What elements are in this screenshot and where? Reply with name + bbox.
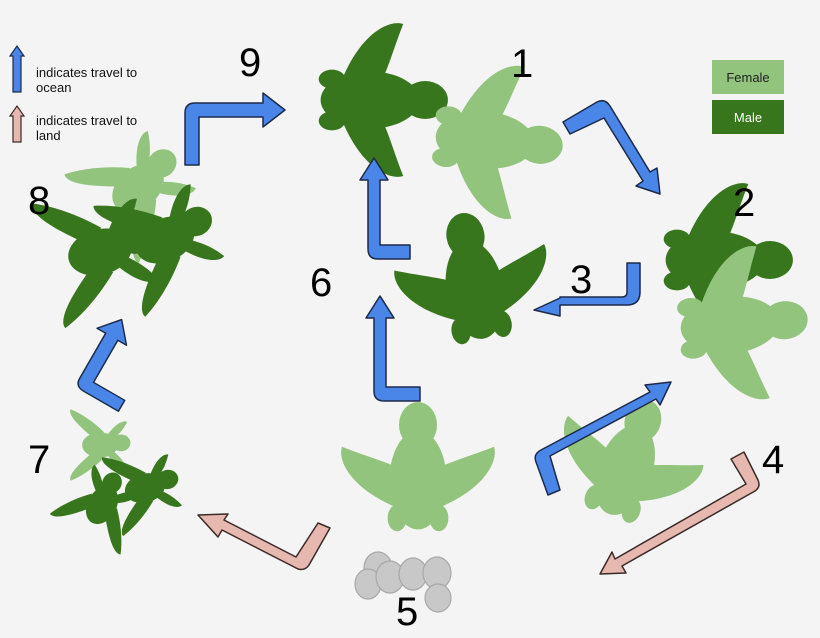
stage-1-female-turtle xyxy=(427,58,570,224)
arrow-6-to-9 xyxy=(359,157,411,260)
stage-9-male-turtle xyxy=(318,23,448,177)
stage-5-female-turtle xyxy=(341,402,495,532)
arrow-5-to-7 xyxy=(197,513,331,571)
arrow-7-to-8 xyxy=(77,318,128,412)
stage-number-4: 4 xyxy=(762,438,785,482)
arrow-4-to-2 xyxy=(534,381,672,496)
stage-number-3: 3 xyxy=(570,258,593,302)
legend-ocean-text: indicates travel to ocean xyxy=(36,65,138,95)
stage-number-8: 8 xyxy=(28,179,51,223)
arrow-2-to-3 xyxy=(533,262,641,317)
stage-number-5: 5 xyxy=(396,590,419,634)
arrow-5-to-6 xyxy=(365,295,421,402)
arrow-2-to-4 xyxy=(599,451,760,575)
stage-number-7: 7 xyxy=(28,438,51,482)
stage-5-eggs xyxy=(354,551,452,613)
key-male-box: Male xyxy=(712,100,784,134)
key-female-box: Female xyxy=(712,60,784,94)
arrow-8-to-9 xyxy=(184,92,286,166)
legend-ocean-arrow-icon xyxy=(8,44,26,93)
legend-land-arrow-icon xyxy=(8,104,26,143)
stage-number-2: 2 xyxy=(733,181,756,225)
legend-land-text: indicates travel to land xyxy=(36,113,138,143)
stage-number-9: 9 xyxy=(239,41,262,85)
stage-number-1: 1 xyxy=(511,42,534,86)
stage-3-male-turtle xyxy=(385,199,560,354)
arrow-1-to-2 xyxy=(562,99,661,195)
stage-number-6: 6 xyxy=(310,261,333,305)
